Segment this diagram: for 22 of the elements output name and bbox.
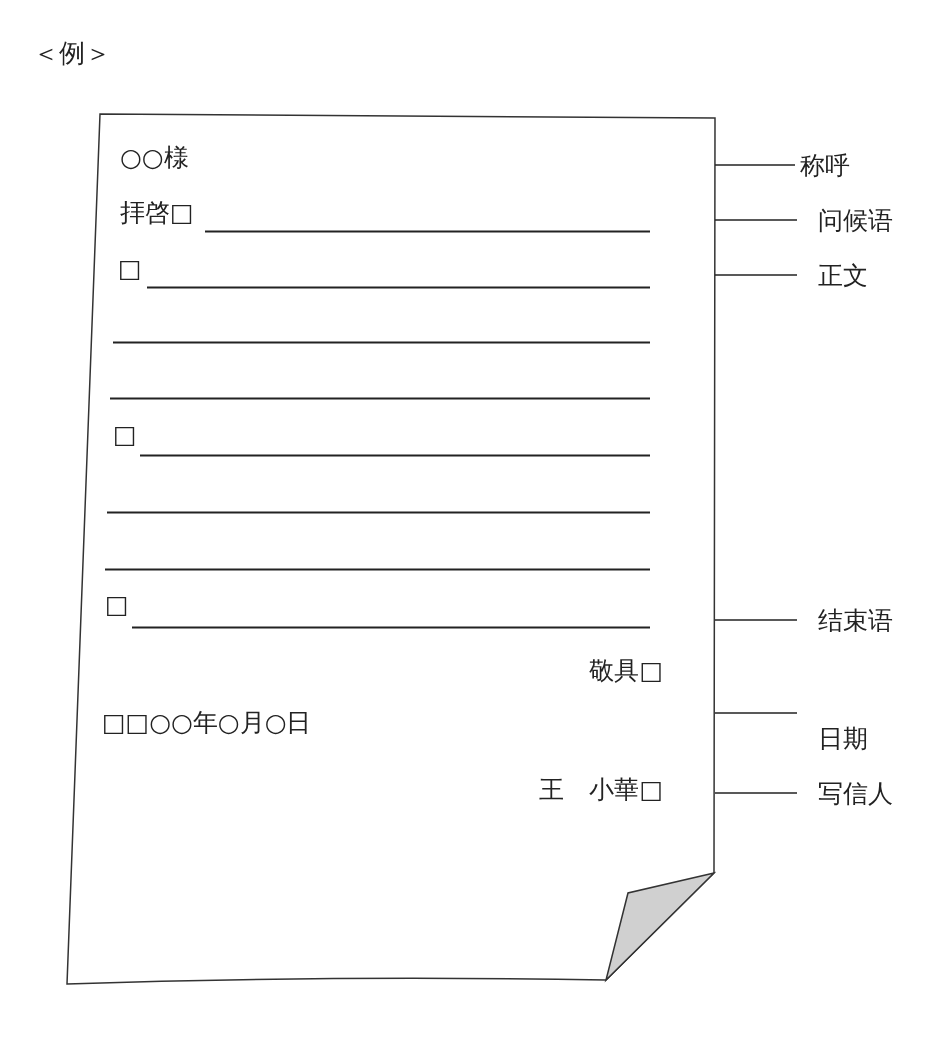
paper-sheet [66, 113, 716, 985]
letter-text: □ [118, 256, 142, 281]
letter-text: □ [105, 592, 129, 617]
part-label: 称呼 [795, 147, 850, 183]
leader-line [714, 792, 798, 794]
leader-line [714, 712, 798, 714]
leader-line [714, 619, 798, 621]
leader-line [714, 274, 798, 276]
letter-text: 敬具□ [589, 658, 663, 683]
part-label: 问候语 [797, 202, 893, 238]
letter-text: ○○様 [120, 145, 189, 170]
leader-line [714, 219, 798, 221]
title: ＜例＞ [33, 40, 111, 66]
leader-line [714, 164, 796, 166]
part-label: 日期 [797, 703, 868, 751]
letter-text: 王 小華□ [539, 777, 663, 802]
part-label: 正文 [797, 257, 868, 293]
letter-text: □□○○年○月○日 [102, 710, 312, 735]
letter-text: □ [113, 422, 137, 447]
letter-text: 拝啓□ [120, 200, 194, 225]
part-label: 写信人 [797, 775, 893, 811]
part-label: 结束语 [797, 602, 893, 638]
